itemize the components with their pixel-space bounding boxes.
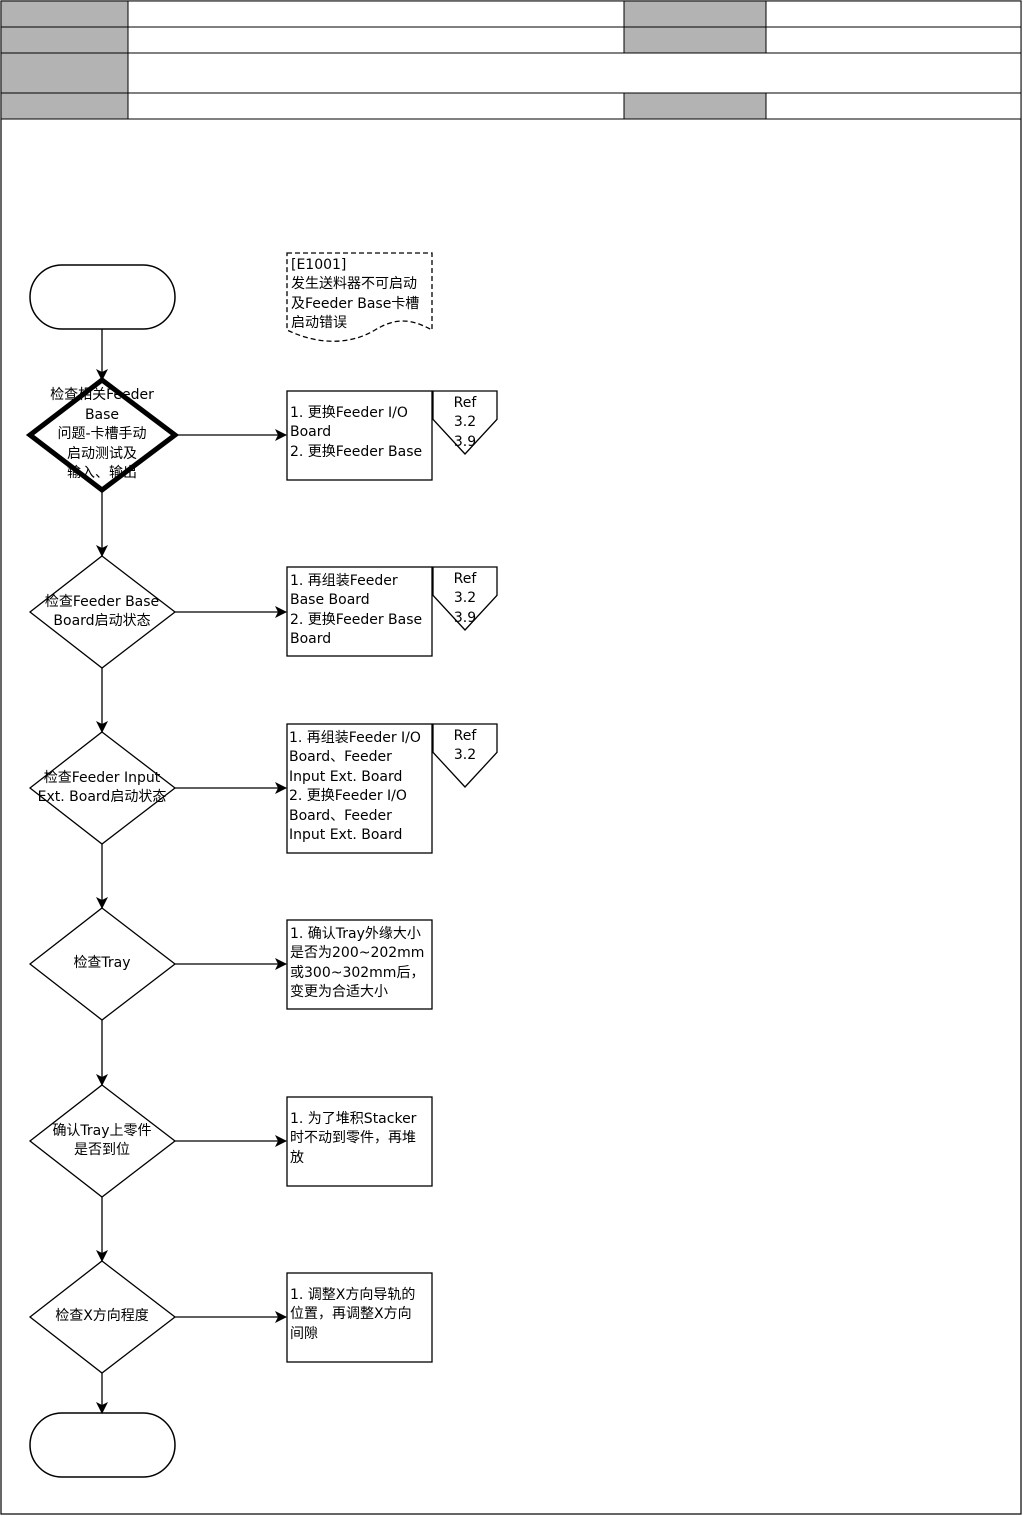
action-text-line: Board、Feeder: [289, 807, 392, 824]
header-value-cell: [127, 92, 625, 120]
action-box: [286, 919, 433, 1010]
decision-text-line: Ext. Board启动状态: [37, 789, 167, 805]
decision-text: 检查X方向程度: [22, 1307, 182, 1326]
reference-text-line: 3.9: [453, 609, 477, 626]
reference-text: Ref 3.2 3.9: [433, 570, 497, 633]
decision-text: 检查Tray: [22, 954, 182, 973]
action-text-line: Board: [290, 424, 332, 441]
header-label-cell: [623, 0, 767, 28]
decision-text-line: Board启动状态: [53, 613, 151, 629]
header-label-cell: [0, 0, 129, 28]
action-text-line: 1. 调整X方向导轨的: [290, 1287, 416, 1303]
start-terminator: [29, 264, 176, 330]
decision-text-line: 是否到位: [74, 1142, 130, 1158]
action-text-line: 间隙: [290, 1325, 318, 1342]
action-text-line: 或300~302mm后，: [290, 964, 425, 981]
header-label-cell: [0, 92, 129, 120]
reference-text-line: 3.2: [453, 590, 477, 607]
header-value-cell: [765, 26, 1022, 54]
reference-text: Ref 3.2: [433, 727, 497, 790]
error-note-text-line: 及Feeder Base卡槽: [291, 295, 420, 312]
decision-text-line: 检查Feeder Base: [44, 593, 160, 610]
decision-text-line: 问题-卡槽手动: [57, 426, 147, 443]
decision-text-line: 检查相关Feeder: [50, 387, 154, 404]
action-text: 1. 调整X方向导轨的位置，再调整X方向间隙: [290, 1286, 435, 1375]
action-text-line: 放: [290, 1149, 304, 1166]
action-text-line: 位置，再调整X方向: [290, 1306, 412, 1323]
action-text-line: 2. 更换Feeder Base: [290, 611, 423, 628]
action-text-line: 1. 为了堆积Stacker: [290, 1111, 417, 1127]
action-text-line: 2. 更换Feeder I/O: [289, 788, 407, 805]
action-box: [286, 390, 433, 481]
action-text-line: 1. 确认Tray外缘大小: [290, 926, 421, 942]
header-label-cell: [0, 52, 129, 94]
end-terminator: [29, 1412, 176, 1478]
action-text-line: Base Board: [290, 592, 370, 609]
action-box: [286, 1096, 433, 1187]
action-box: [286, 723, 433, 854]
action-text-line: Input Ext. Board: [289, 827, 403, 844]
action-box: [286, 566, 433, 657]
action-text-line: Board、Feeder: [289, 749, 392, 766]
decision-text-line: 检查Feeder Input: [43, 769, 161, 786]
header-value-cell: [765, 92, 1022, 120]
header-label-cell: [623, 26, 767, 54]
decision-text-line: 检查Tray: [73, 955, 131, 972]
header-value-cell: [765, 0, 1022, 28]
action-text-line: 变更为合适大小: [290, 984, 388, 1001]
action-text-line: Board: [290, 631, 332, 648]
action-text-line: 1. 再组装Feeder I/O: [289, 730, 421, 746]
action-box: [286, 1272, 433, 1363]
decision-text-line: 启动测试及: [67, 445, 137, 462]
error-note-text-line: [E1001]: [291, 257, 347, 273]
decision-text-line: 输入、输出: [67, 465, 137, 482]
error-note-text: [E1001] 发生送料器不可启动及Feeder Base卡槽启动错误: [291, 256, 436, 336]
decision-text-line: 检查X方向程度: [55, 1308, 149, 1325]
header-value-cell: [127, 52, 1022, 94]
reference-text-line: 3.9: [453, 433, 477, 450]
decision-text-line: 确认Tray上零件: [52, 1122, 152, 1139]
action-text-line: 1. 再组装Feeder: [290, 573, 398, 589]
error-note-text-line: 发生送料器不可启动: [291, 276, 417, 293]
decision-text-line: Base: [84, 406, 120, 423]
action-text: 1. 为了堆积Stacker 时不动到零件，再堆放: [290, 1110, 435, 1199]
action-text-line: 2. 更换Feeder Base: [290, 443, 423, 460]
header-label-cell: [0, 26, 129, 54]
header-value-cell: [127, 0, 625, 28]
reference-text-line: Ref: [453, 571, 477, 587]
reference-text-line: Ref: [453, 728, 477, 744]
reference-marker: [432, 566, 498, 631]
reference-marker: [432, 390, 498, 455]
action-text: 1. 确认Tray外缘大小是否为200~202mm 或300~302mm后， 变更为…: [290, 925, 435, 1014]
error-note: [286, 252, 433, 342]
reference-marker: [432, 723, 498, 788]
reference-text-line: Ref: [453, 395, 477, 411]
decision-text: 确认Tray上零件是否到位: [22, 1122, 182, 1161]
header-value-cell: [127, 26, 625, 54]
action-text-line: 是否为200~202mm: [290, 945, 425, 962]
error-note-text-line: 启动错误: [291, 315, 347, 332]
action-text-line: 时不动到零件，再堆: [290, 1130, 416, 1147]
reference-text-line: 3.2: [453, 414, 477, 431]
reference-text: Ref 3.2 3.9: [433, 394, 497, 457]
action-text: 1. 更换Feeder I/O Board 2. 更换Feeder Base: [290, 404, 435, 493]
action-text-line: Input Ext. Board: [289, 768, 403, 785]
header-label-cell: [623, 92, 767, 120]
action-text-line: 1. 更换Feeder I/O: [290, 405, 408, 421]
reference-text-line: 3.2: [453, 747, 477, 764]
